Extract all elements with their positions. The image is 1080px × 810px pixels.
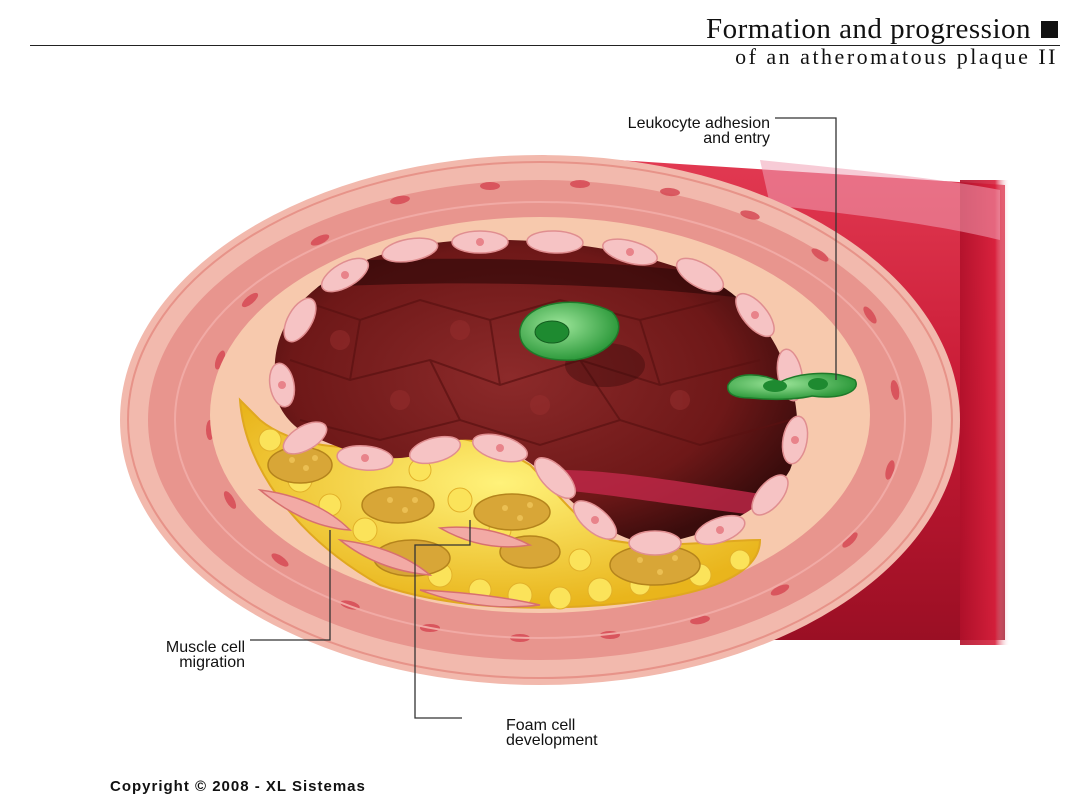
migrating-muscle-cells [257,488,541,608]
leukocyte-leader-line [775,117,837,380]
muscle-leader-line [250,530,331,641]
foam-label-line1: Foam cell [506,717,576,734]
foam-cell [361,486,435,524]
muscle-label-line2: migration [179,654,245,671]
header-rule [30,45,1060,46]
foam-label-line2: development [506,732,598,749]
muscle-label-line1: Muscle cell [165,639,245,656]
smooth-muscle-cells [206,180,900,642]
muscle-callout: Muscle cell migration [60,639,245,671]
callout-lines [250,117,837,719]
title-square-icon [1041,21,1058,38]
leukocyte [519,301,645,387]
copyright-notice: Copyright © 2008 - XL Sistemas [110,778,366,795]
lumen [274,239,798,545]
leukocyte-label-line2: and entry [703,130,770,147]
leukocyte-callout: Leukocyte adhesion and entry [480,115,770,147]
foam-callout: Foam cell development [506,717,598,749]
leukocyte-label-line1: Leukocyte adhesion [627,115,770,132]
title-text: Formation and progression [705,13,1031,45]
diagram-title: Formation and progression [706,13,1058,46]
foam-leader-line [414,520,471,719]
diagram-subtitle: of an atheromatous plaque II [735,44,1058,69]
foam-cell [473,493,551,531]
leukocyte-entering [727,372,857,401]
